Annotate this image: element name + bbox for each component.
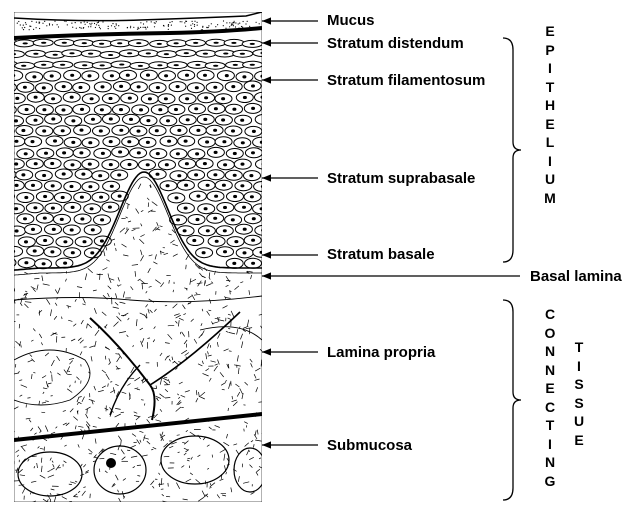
label-basal-lamina: Basal lamina xyxy=(530,268,622,286)
histology-panel xyxy=(0,12,273,506)
label-lamina-propria: Lamina propria xyxy=(327,344,435,362)
label-stratum-filamentosum: Stratum filamentosum xyxy=(327,72,485,90)
group-braces xyxy=(503,38,521,500)
brace-connective-tissue xyxy=(503,300,521,500)
label-stratum-suprabasale: Stratum suprabasale xyxy=(327,170,475,188)
brace-epithelium xyxy=(503,38,521,262)
label-stratum-distendum: Stratum distendum xyxy=(327,35,464,53)
label-stratum-basale: Stratum basale xyxy=(327,246,435,264)
mucus-layer xyxy=(14,12,262,38)
label-mucus: Mucus xyxy=(327,12,375,30)
label-submucosa: Submucosa xyxy=(327,437,412,455)
